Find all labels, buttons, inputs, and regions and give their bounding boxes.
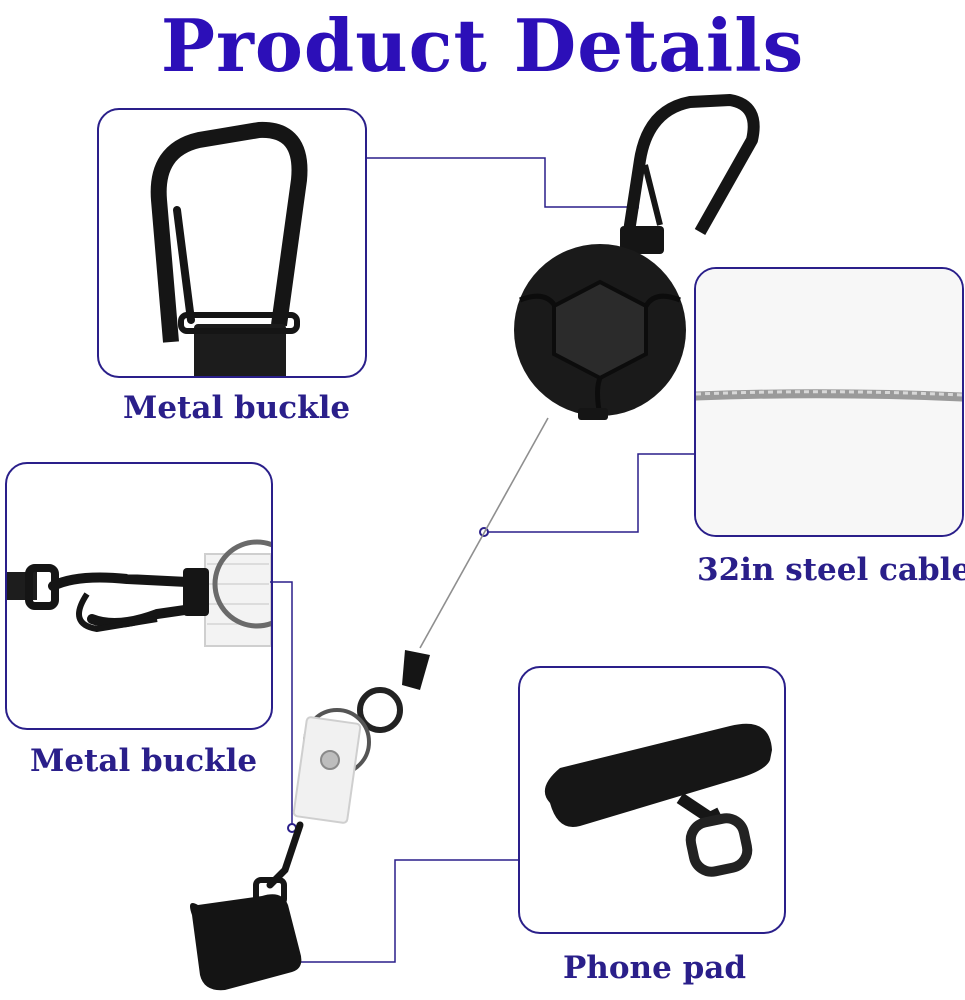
carabiner-detail-image [150,121,308,376]
swivel-clip-detail-panel [5,462,273,730]
phone-pad-detail-panel [518,666,786,934]
retractable-cable [419,417,549,649]
callout-lines [262,157,694,963]
lanyard-end-icon [190,650,430,991]
key-ring-icon [212,539,271,629]
carabiner-detail-panel [97,108,367,378]
main-carabiner-icon [620,94,760,254]
swivel-clip-detail-image [7,539,271,647]
buckle-ring [178,312,300,334]
steel-cable-icon [696,389,962,402]
carabiner-caption: Metal buckle [123,390,351,426]
steel-cable-detail-panel [694,267,964,537]
steel-cable-detail-image [696,269,962,535]
phone-pad-icon [544,723,772,828]
strap-webbing [194,324,286,376]
phone-pad-detail-image [544,723,772,877]
page-title: Product Details [160,3,805,88]
steel-cable-caption: 32in steel cable [697,552,965,588]
cable-background [696,269,962,535]
carabiner-icon [150,121,308,343]
swivel-clip-caption: Metal buckle [30,743,258,779]
retractable-reel-icon [514,244,686,420]
main-phone-pad-icon [190,894,302,991]
phone-pad-d-ring [685,813,753,877]
phone-pad-caption: Phone pad [563,950,747,986]
